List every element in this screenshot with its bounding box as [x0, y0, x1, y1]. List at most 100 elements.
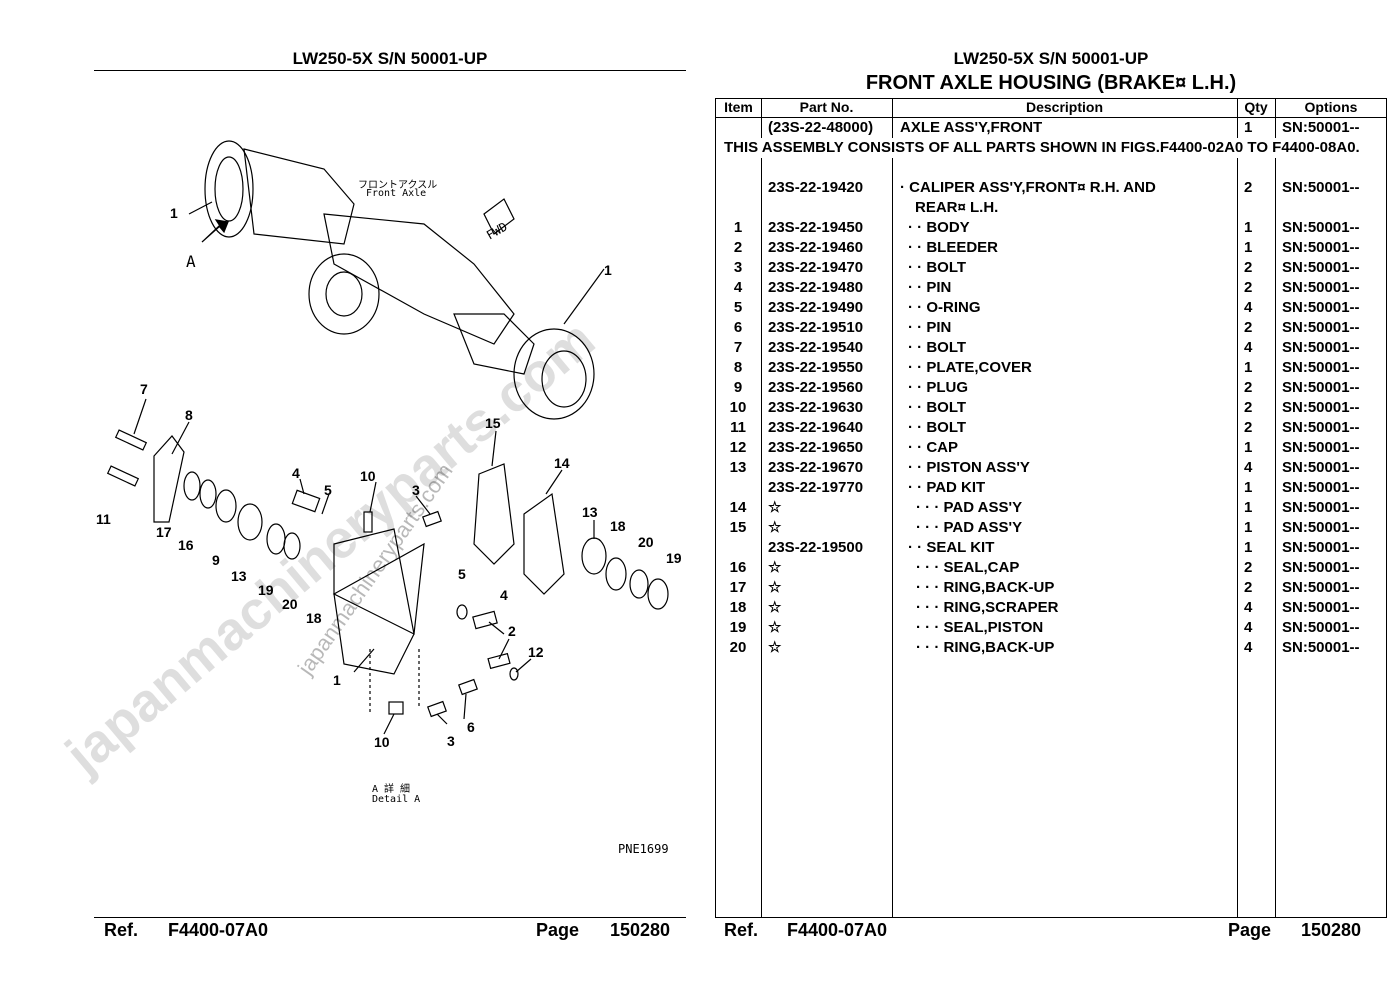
- callout-18: 18: [610, 518, 626, 534]
- bolt-3: [422, 510, 442, 528]
- item-number: 8: [733, 359, 743, 376]
- options: SN:50001--: [1282, 259, 1360, 276]
- item-number: 5: [733, 299, 743, 316]
- item-number: 19: [729, 619, 747, 636]
- options: SN:50001--: [1282, 639, 1360, 656]
- description: · · BOLT: [908, 259, 967, 276]
- qty: 4: [1244, 459, 1253, 476]
- part-no: 23S-22-19460: [768, 239, 864, 256]
- options: SN:50001--: [1282, 179, 1360, 196]
- callout-17: 17: [156, 524, 172, 540]
- qty: 4: [1244, 619, 1253, 636]
- front-axle-label: Front Axle: [366, 188, 427, 199]
- options: SN:50001--: [1282, 219, 1360, 236]
- description: · · PLUG: [908, 379, 968, 396]
- pad-14: [523, 492, 565, 595]
- callout-18: 18: [306, 610, 322, 626]
- seal-cap: [183, 471, 201, 501]
- part-no: 23S-22-19550: [768, 359, 864, 376]
- description: · · BLEEDER: [908, 239, 998, 256]
- fwd-arrow: [483, 198, 515, 235]
- callout-5: 5: [458, 566, 466, 582]
- exploded-view-drawing: [106, 140, 669, 735]
- options: SN:50001--: [1282, 579, 1360, 596]
- qty: 1: [1244, 119, 1253, 136]
- qty: 2: [1244, 399, 1253, 416]
- callout-1: 1: [604, 262, 612, 278]
- item-number: 1: [733, 219, 743, 236]
- qty: 1: [1244, 479, 1253, 496]
- qty: 4: [1244, 339, 1253, 356]
- callout-19: 19: [666, 550, 682, 566]
- right-page-value: 150280: [1301, 920, 1362, 940]
- description: · · PAD KIT: [908, 479, 986, 496]
- assembly-note: THIS ASSEMBLY CONSISTS OF ALL PARTS SHOW…: [724, 138, 1374, 158]
- callout-8: 8: [185, 407, 193, 423]
- callout-9: 9: [212, 552, 220, 568]
- col-divider: [761, 99, 762, 917]
- description: · · · PAD ASS'Y: [916, 499, 1023, 516]
- part-no: ☆: [768, 579, 782, 596]
- pin-4-right: [472, 610, 498, 630]
- options: SN:50001--: [1282, 339, 1360, 356]
- item-number: 20: [729, 639, 747, 656]
- left-page-label: Page: [536, 920, 580, 940]
- backup-ring: [199, 479, 217, 509]
- description: REAR¤ L.H.: [915, 199, 999, 216]
- piston-right: [581, 537, 607, 575]
- options: SN:50001--: [1282, 359, 1360, 376]
- header-qty: Qty: [1244, 99, 1268, 115]
- part-no: ☆: [768, 559, 782, 576]
- description: · · BODY: [908, 219, 970, 236]
- description: · · · SEAL,PISTON: [916, 619, 1044, 636]
- header-options: Options: [1304, 99, 1358, 115]
- part-no: 23S-22-19450: [768, 219, 864, 236]
- parts-diagram: フロントアクスル Front Axle FWD A A 詳 細 Detail A…: [55, 74, 686, 916]
- item-number: 2: [733, 239, 743, 256]
- options: SN:50001--: [1282, 239, 1360, 256]
- description: · · SEAL KIT: [908, 539, 995, 556]
- col-divider: [1275, 99, 1276, 917]
- options: SN:50001--: [1282, 279, 1360, 296]
- jp-detail-label: A 詳 細: [372, 784, 411, 795]
- header-item: Item: [724, 99, 753, 115]
- bolt-10-bottom: [388, 701, 404, 715]
- description: · · BOLT: [908, 419, 967, 436]
- callout-13: 13: [582, 504, 598, 520]
- jp-front-axle-label: フロントアクスル: [358, 180, 438, 191]
- options: SN:50001--: [1282, 419, 1360, 436]
- part-no: ☆: [768, 619, 782, 636]
- description: AXLE ASS'Y,FRONT: [900, 119, 1043, 136]
- description: · · BOLT: [908, 339, 967, 356]
- options: SN:50001--: [1282, 439, 1360, 456]
- callout-4: 4: [292, 465, 300, 481]
- options: SN:50001--: [1282, 299, 1360, 316]
- part-no: 23S-22-19650: [768, 439, 864, 456]
- left-footer-rule: [94, 917, 686, 918]
- item-number: 16: [729, 559, 747, 576]
- item-number: 14: [729, 499, 747, 516]
- differential-carrier: [308, 253, 380, 335]
- callout-4: 4: [500, 587, 508, 603]
- part-no: ☆: [768, 519, 782, 536]
- piston-left: [237, 503, 263, 541]
- options: SN:50001--: [1282, 559, 1360, 576]
- qty: 4: [1244, 299, 1253, 316]
- description: · · PIN: [908, 319, 952, 336]
- callout-6: 6: [467, 719, 475, 735]
- part-no: 23S-22-19540: [768, 339, 864, 356]
- qty: 1: [1244, 359, 1253, 376]
- description: · · PIN: [908, 279, 952, 296]
- item-number: 10: [729, 399, 747, 416]
- bleeder-2: [487, 652, 511, 670]
- part-no: 23S-22-19500: [768, 539, 864, 556]
- pin-6: [458, 678, 478, 696]
- description: · · · RING,BACK-UP: [916, 639, 1055, 656]
- item-number: 13: [729, 459, 747, 476]
- description: · · PLATE,COVER: [908, 359, 1032, 376]
- qty: 2: [1244, 559, 1253, 576]
- options: SN:50001--: [1282, 319, 1360, 336]
- table-header: Item Part No. Description Qty Options: [716, 99, 1386, 118]
- o-ring-5: [456, 604, 468, 620]
- item-number: 7: [733, 339, 743, 356]
